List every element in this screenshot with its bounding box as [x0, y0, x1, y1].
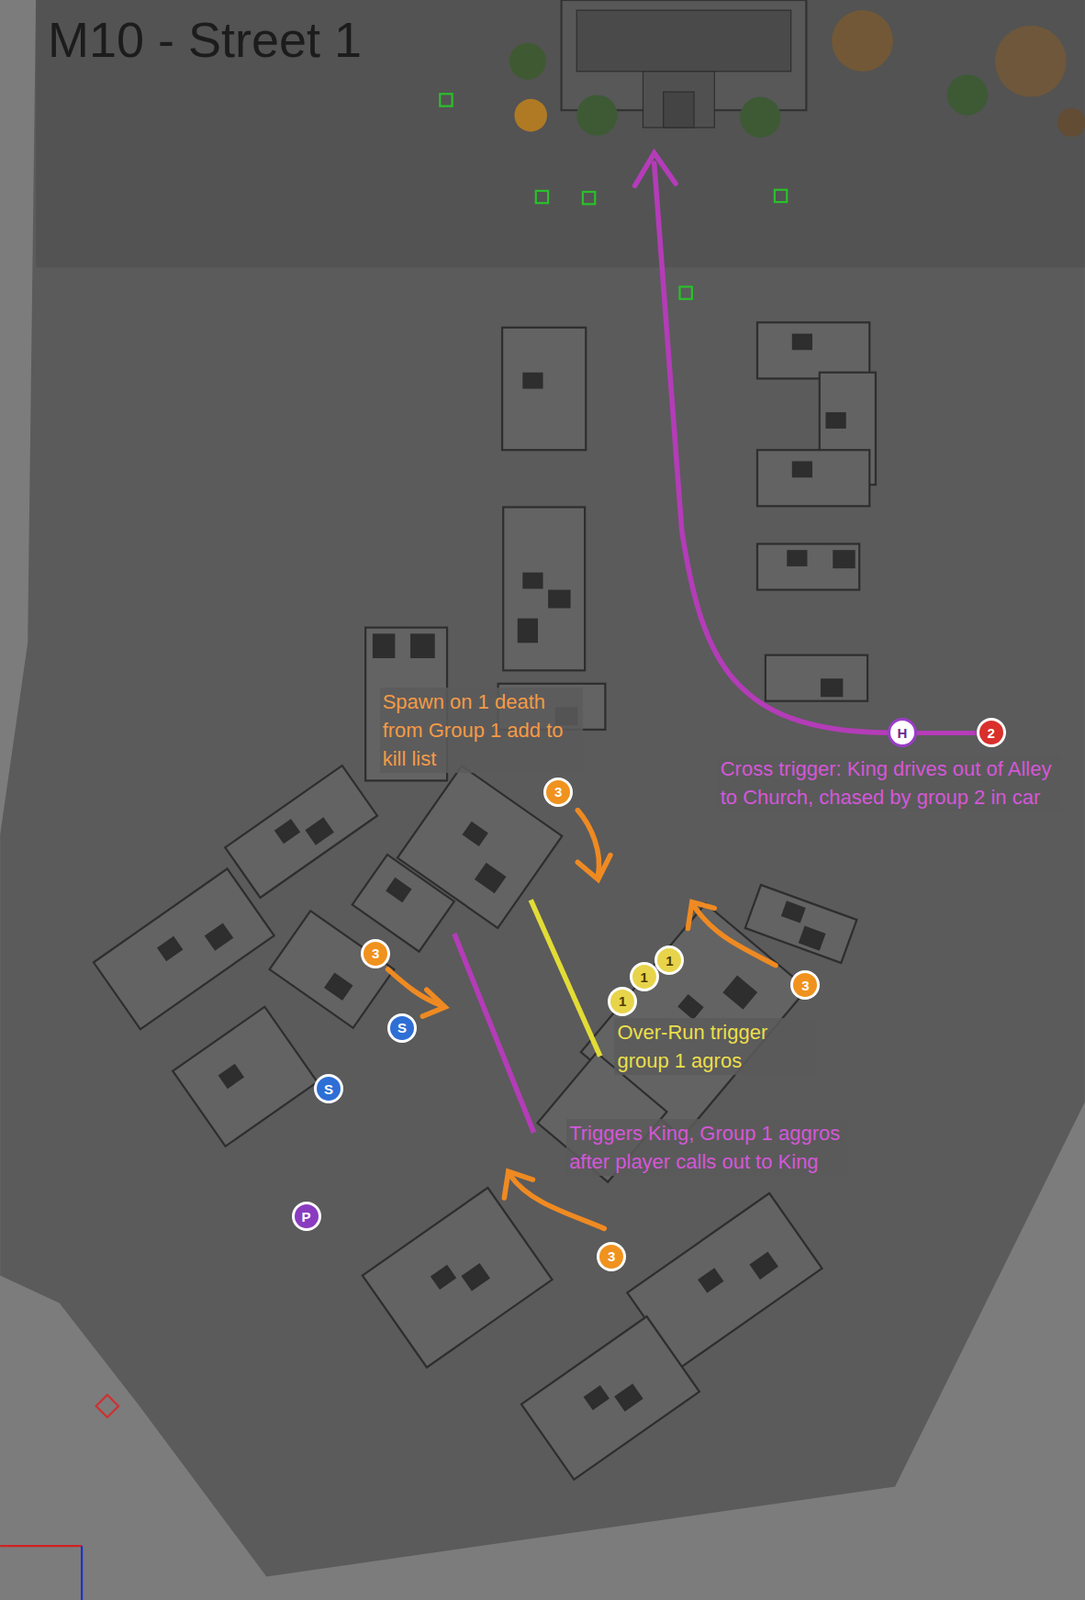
cross-trigger-note: Cross trigger: King drives out of Alley …: [717, 754, 1062, 812]
hero-marker: H: [887, 717, 918, 748]
player-marker: P: [291, 1201, 322, 1231]
marker-letter: 3: [607, 1249, 616, 1264]
group-2-marker: 2: [976, 717, 1007, 748]
map-title: M10 - Street 1: [47, 11, 362, 68]
marker-letter: 3: [554, 784, 562, 799]
marker-letter: 3: [801, 978, 809, 993]
group-3-marker: 3: [360, 939, 391, 969]
marker-letter: 1: [618, 994, 627, 1008]
king-trigger-line: [454, 933, 535, 1133]
squad-marker: S: [387, 1013, 417, 1043]
axis-x: [0, 1544, 82, 1547]
overrun-note: Over-Run trigger group 1 agros: [614, 1017, 817, 1075]
marker-letter: 2: [987, 726, 996, 740]
marker-link: [917, 732, 977, 734]
marker-letter: P: [302, 1209, 312, 1224]
group-3-marker: 3: [790, 970, 820, 1000]
king-trigger-note: Triggers King, Group 1 aggros after play…: [566, 1118, 848, 1176]
waypoints: [439, 93, 787, 299]
group-1-marker: 1: [607, 986, 638, 1017]
trees: [509, 10, 1085, 138]
buildings: [93, 322, 876, 1479]
marker-letter: 3: [371, 946, 380, 961]
north-area: [35, 0, 1085, 268]
group-1-marker: 1: [654, 945, 684, 975]
group-3-marker: 3: [596, 1241, 627, 1272]
group-3-marker: 3: [543, 777, 573, 807]
marker-letter: S: [397, 1020, 407, 1035]
overrun-trigger-line: [530, 899, 601, 1056]
marker-letter: H: [897, 726, 908, 740]
marker-letter: 1: [665, 953, 673, 968]
marker-letter: S: [324, 1082, 334, 1097]
group-1-marker: 1: [629, 961, 660, 992]
marker-letter: 1: [639, 970, 648, 985]
king-route-arrow: [635, 153, 886, 733]
spawn-note: Spawn on 1 death from Group 1 add to kil…: [380, 687, 583, 773]
axis-y: [80, 1545, 83, 1600]
origin-marker: [96, 1395, 119, 1418]
squad-marker: S: [313, 1073, 344, 1104]
